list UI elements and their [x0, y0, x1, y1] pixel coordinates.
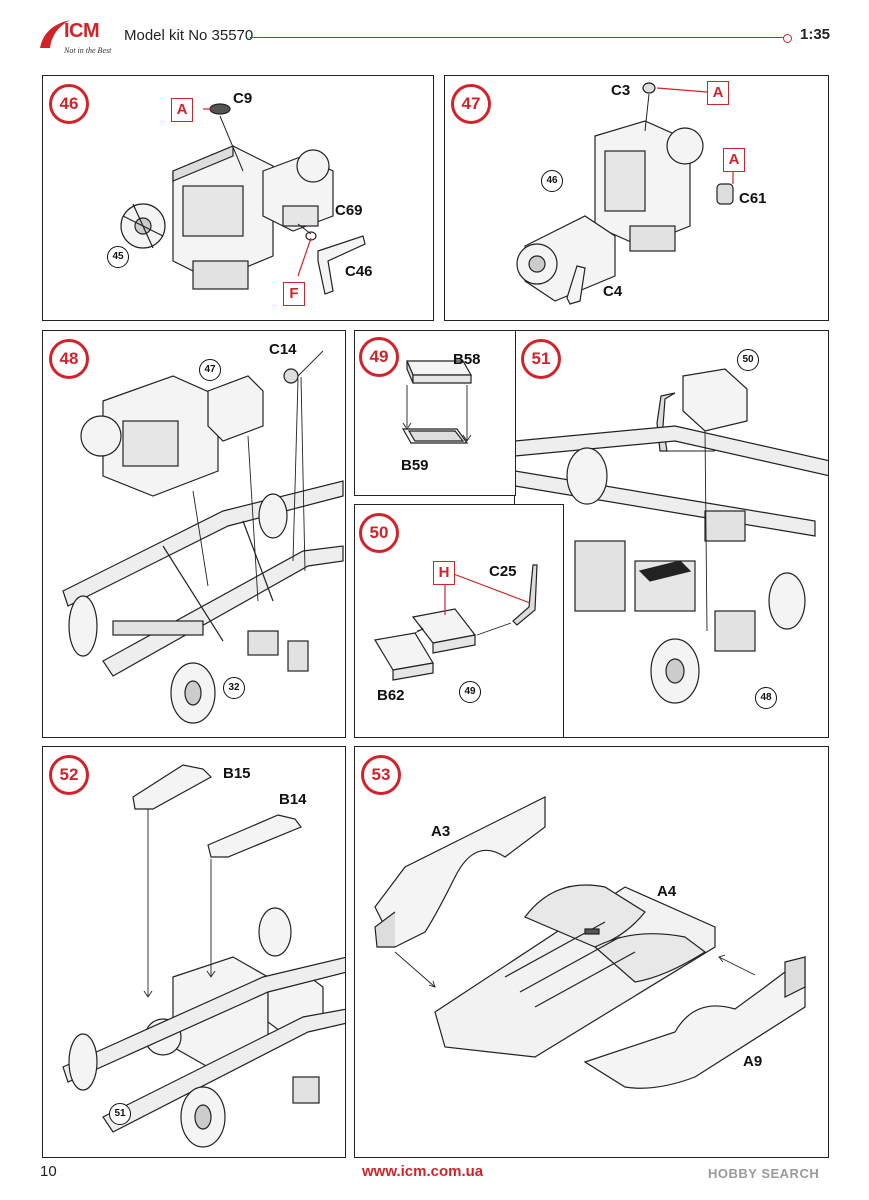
page-header: ICM Not in the Best Model kit No 35570 1… — [0, 0, 869, 70]
footer-url-link[interactable]: www.icm.com.ua — [362, 1163, 484, 1180]
part-label-b14: B14 — [279, 791, 307, 808]
header-divider — [250, 37, 786, 38]
step-49-panel: 49 B58 B59 — [354, 330, 516, 496]
page-number: 10 — [40, 1163, 57, 1180]
step-number-51: 51 — [521, 339, 561, 379]
scale-label: 1:35 — [800, 26, 831, 43]
part-label-b62: B62 — [377, 687, 405, 704]
battery-parts-drawing — [401, 360, 473, 444]
chassis-battery-drawing — [515, 368, 828, 704]
part-label-b59: B59 — [401, 457, 429, 474]
chassis-side-plates-drawing — [62, 764, 345, 1148]
step-51-panel: 51 50 48 — [514, 330, 829, 738]
ref-step-45: 45 — [107, 246, 129, 268]
part-label-c9: C9 — [233, 90, 253, 107]
ref-step-51: 51 — [109, 1103, 131, 1125]
step-number-52: 52 — [49, 755, 89, 795]
part-label-c46: C46 — [345, 263, 373, 280]
step-53-panel: 53 A3 A4 A9 — [354, 746, 829, 1158]
part-label-b58: B58 — [453, 351, 481, 368]
mark-a-47-top: A — [707, 81, 729, 105]
part-label-a9: A9 — [743, 1053, 763, 1070]
mark-a-47-right: A — [723, 148, 745, 172]
part-label-c4: C4 — [603, 283, 623, 300]
header-divider-dot — [783, 34, 792, 43]
part-label-a3: A3 — [431, 823, 451, 840]
ref-step-46: 46 — [541, 170, 563, 192]
mark-f-46: F — [283, 282, 305, 306]
ref-step-32: 32 — [223, 677, 245, 699]
step-number-53: 53 — [361, 755, 401, 795]
ref-step-49: 49 — [459, 681, 481, 703]
engine-gearbox-drawing — [120, 103, 366, 295]
part-label-b15: B15 — [223, 765, 251, 782]
mark-a-46: A — [171, 98, 193, 122]
part-label-c61: C61 — [739, 190, 767, 207]
body-floor-drawing — [374, 796, 806, 1089]
logo-tagline: Not in the Best — [64, 46, 112, 55]
icm-logo: ICM Not in the Best — [36, 18, 128, 66]
part-label-a4: A4 — [657, 883, 677, 900]
ref-step-47: 47 — [199, 359, 221, 381]
step-47-panel: 47 C3 A A C61 46 C4 — [444, 75, 829, 321]
part-label-c69: C69 — [335, 202, 363, 219]
step-52-panel: 52 B15 B14 51 — [42, 746, 346, 1158]
step-number-47: 47 — [451, 84, 491, 124]
mark-h-50: H — [433, 561, 455, 585]
ref-step-48: 48 — [755, 687, 777, 709]
step-46-panel: 46 A C9 C69 C46 45 F — [42, 75, 434, 321]
step-number-48: 48 — [49, 339, 89, 379]
step-50-panel: 50 H C25 B62 49 — [354, 504, 564, 738]
part-label-c25: C25 — [489, 563, 517, 580]
logo-text: ICM — [64, 20, 100, 42]
hobby-search-watermark: HOBBY SEARCH — [708, 1166, 820, 1181]
part-label-c3: C3 — [611, 82, 631, 99]
engine-assembly-drawing — [516, 82, 734, 305]
battery-holder-drawing — [374, 564, 538, 681]
step-number-49: 49 — [359, 337, 399, 377]
step-number-46: 46 — [49, 84, 89, 124]
kit-title: Model kit No 35570 — [124, 27, 254, 44]
part-label-c14: C14 — [269, 341, 297, 358]
step-number-50: 50 — [359, 513, 399, 553]
chassis-engine-drawing — [62, 350, 344, 724]
step-48-panel: 48 C14 47 32 — [42, 330, 346, 738]
ref-step-50: 50 — [737, 349, 759, 371]
